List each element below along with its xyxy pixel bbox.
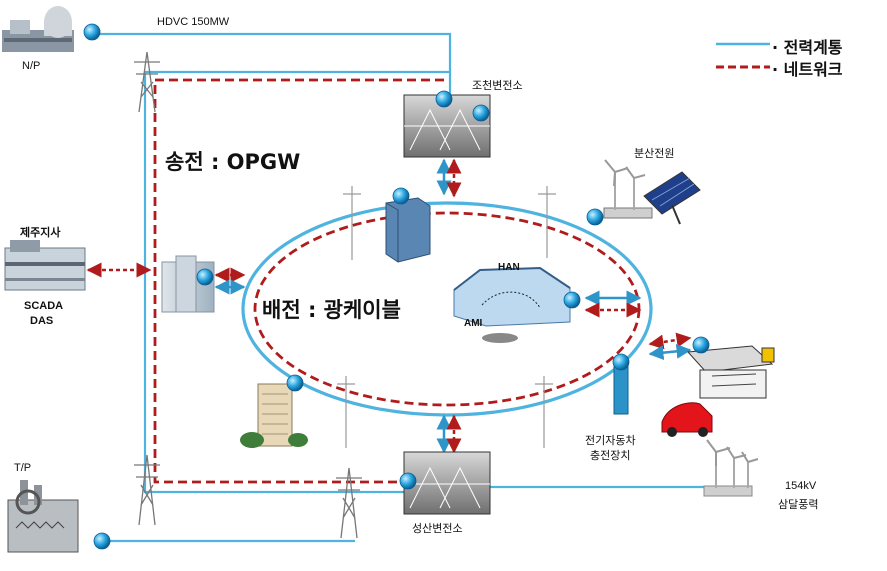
node-charger xyxy=(612,353,630,371)
node-seongsan xyxy=(399,472,417,490)
office-building-icon xyxy=(161,255,215,313)
apartment-building-icon xyxy=(240,383,308,448)
wind-farm-label: 삼달풍력 xyxy=(778,499,819,511)
office-tower-icon xyxy=(385,197,431,263)
node-office-tower xyxy=(392,187,410,205)
np-label: N/P xyxy=(22,60,41,72)
node-office xyxy=(196,268,214,286)
node-jocheon-right xyxy=(472,104,490,122)
solar-panel-icon xyxy=(643,171,701,215)
distribution-label: 배전 : 광케이블 xyxy=(262,298,401,322)
tp-label: T/P xyxy=(14,462,32,474)
scada-label: SCADA xyxy=(24,300,64,312)
transmission-label: 송전 : OPGW xyxy=(165,150,301,174)
das-label: DAS xyxy=(30,315,54,327)
nuclear-plant-icon xyxy=(2,6,74,52)
seongsan-substation-icon xyxy=(403,451,491,515)
distribution-pole-icon xyxy=(337,186,556,448)
electric-car-icon xyxy=(661,402,713,437)
node-np xyxy=(83,23,101,41)
station-link-net xyxy=(648,332,692,350)
wind-farm-icon xyxy=(703,439,759,497)
node-home xyxy=(563,291,581,309)
network-lines xyxy=(153,78,641,484)
han-label: HAN xyxy=(498,262,520,273)
legend-network-label: · 네트워크 xyxy=(772,60,843,79)
legend-swatches xyxy=(716,42,770,69)
hvdc-label: HDVC 150MW xyxy=(157,16,230,28)
node-tp xyxy=(93,532,111,550)
hvdc-line xyxy=(92,32,452,100)
network-nodes xyxy=(83,23,710,550)
node-jocheon-left xyxy=(435,90,453,108)
ev-charger-label-1: 전기자동차 xyxy=(585,435,636,447)
network-loop xyxy=(153,78,444,484)
station-link-power xyxy=(648,343,692,361)
jeju-office-building-icon xyxy=(4,240,86,291)
transmission-tower-icon xyxy=(134,51,362,539)
jeju-office-label: 제주지사 xyxy=(20,227,61,239)
node-station xyxy=(692,336,710,354)
jocheon-substation-label: 조천변전소 xyxy=(472,80,523,92)
node-apartment xyxy=(286,374,304,392)
seongsan-substation-label: 성산변전소 xyxy=(412,523,463,535)
smart-home-icon xyxy=(453,266,571,343)
thermal-plant-icon xyxy=(7,480,79,553)
legend-power-label: · 전력계통 xyxy=(772,38,843,57)
wind-kv-label: 154kV xyxy=(785,480,817,492)
distributed-power-icon xyxy=(603,159,701,225)
car-icon xyxy=(482,333,518,343)
charging-station-icon xyxy=(613,345,775,415)
transmission-loop xyxy=(143,70,450,494)
substation-links xyxy=(436,158,462,454)
node-distributed xyxy=(586,208,604,226)
ev-charger-label-2: 충전장치 xyxy=(590,450,631,462)
horizontal-links xyxy=(86,262,692,361)
distributed-power-label: 분산전원 xyxy=(634,148,675,160)
ami-label: AMI xyxy=(464,318,483,329)
